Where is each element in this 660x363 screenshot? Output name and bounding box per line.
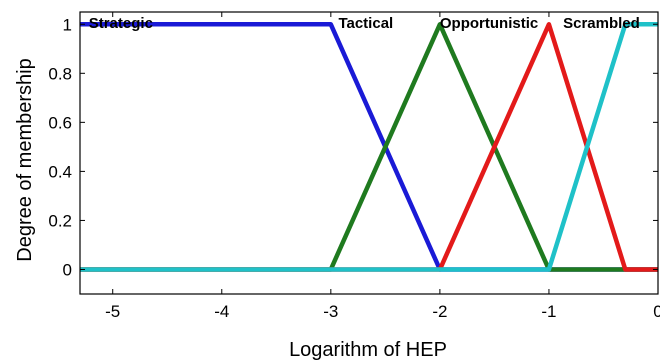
y-axis-label: Degree of membership — [14, 58, 36, 261]
y-tick-label: 0.8 — [48, 64, 72, 83]
x-tick-label: -1 — [541, 302, 556, 321]
series-label-layer: Strategic Tactical Opportunistic Scrambled — [89, 15, 640, 32]
x-axis-label: Logarithm of HEP — [289, 339, 447, 361]
series-layer — [80, 22, 658, 272]
series-label-opportunistic: Opportunistic — [440, 15, 538, 32]
plot-frame — [79, 11, 659, 295]
series-label-scrambled: Scrambled — [563, 15, 640, 32]
y-tick-label: 0.2 — [48, 211, 72, 230]
series-label-strategic: Strategic — [89, 15, 153, 32]
series-line-scrambled — [80, 22, 658, 272]
y-tick-label: 0.6 — [48, 113, 72, 132]
x-tick-label: -3 — [323, 302, 338, 321]
x-tick-label: -2 — [432, 302, 447, 321]
x-tick-label: -4 — [214, 302, 229, 321]
series-line-strategic — [80, 22, 658, 272]
y-tick-label: 0.4 — [48, 162, 72, 181]
series-line-opportunistic — [80, 22, 658, 272]
series-line-tactical — [80, 22, 658, 272]
y-tick-label: 1 — [63, 15, 72, 34]
x-tick-label: 0 — [653, 302, 660, 321]
x-tick-label: -5 — [105, 302, 120, 321]
tick-layer: -5 -4 -3 -2 -1 0 0 0.2 0.4 0.6 0.8 1 — [48, 12, 660, 321]
y-tick-label: 0 — [63, 260, 72, 279]
series-label-tactical: Tactical — [338, 15, 393, 32]
